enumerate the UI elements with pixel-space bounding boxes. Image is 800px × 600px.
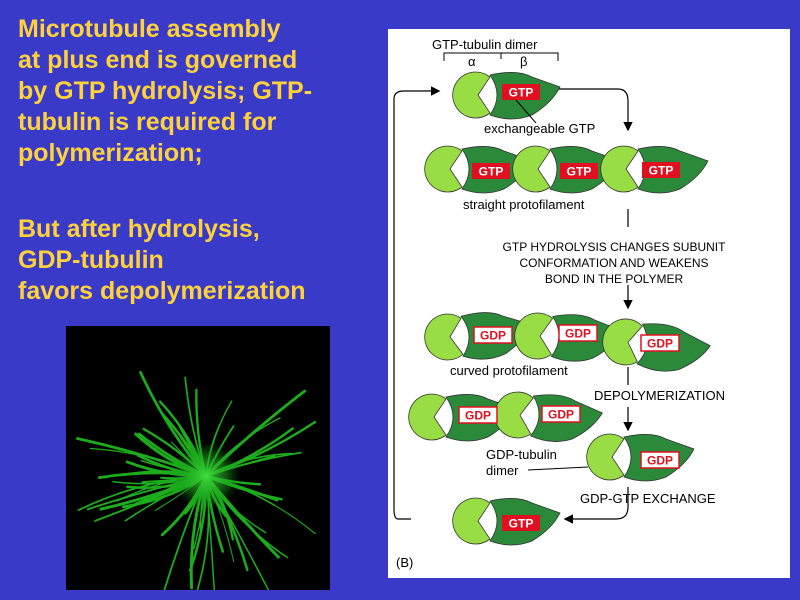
gtp-badge-top	[502, 84, 540, 100]
panel-label: (B)	[396, 555, 413, 570]
curved-protofilament-label: curved protofilament	[450, 363, 568, 378]
exchange-pointer	[515, 99, 537, 124]
hydrolysis-line-2: CONFORMATION AND WEAKENS	[519, 256, 708, 270]
alpha-label: α	[468, 54, 476, 69]
gdp-badge-6	[640, 451, 680, 469]
gdp-badge-3-text: GDP	[647, 337, 673, 351]
gdp-badge-1	[473, 326, 513, 344]
heading-main: Microtubule assembly at plus end is gove…	[18, 15, 313, 167]
gdp-badge-6-text: GDP	[647, 454, 673, 468]
gdp-badge-2	[558, 324, 598, 342]
beta-label: β	[520, 54, 527, 69]
heading-second: But after hydrolysis, GDP-tubulin favors…	[18, 215, 306, 305]
depolymerization-label: DEPOLYMERIZATION	[594, 388, 725, 403]
gdp-dimer-label-1: GDP-tubulin	[486, 447, 557, 462]
gdp-badge-5	[541, 405, 581, 423]
exchangeable-gtp-label: exchangeable GTP	[484, 121, 595, 136]
gdp-badge-1-text: GDP	[480, 329, 506, 343]
gtp-badge-3-text: GTP	[649, 164, 674, 178]
exchange-arrow	[563, 487, 629, 524]
dimer-title: GTP-tubulin dimer	[432, 37, 538, 52]
hydrolysis-line-1: GTP HYDROLYSIS CHANGES SUBUNIT	[503, 240, 727, 254]
diagram-panel: GTP-tubulin dimer α β GTP exchangeable G…	[388, 29, 790, 578]
gtp-badge-3	[642, 162, 680, 178]
gtp-badge-1	[472, 163, 510, 179]
gdp-badge-2-text: GDP	[565, 327, 591, 341]
gtp-badge-1-text: GTP	[479, 165, 504, 179]
gtp-badge-bottom-text: GTP	[509, 517, 534, 531]
microtubule-aster-micrograph	[66, 326, 330, 600]
gtp-badge-2	[560, 163, 598, 179]
assembly-arrow	[548, 88, 633, 132]
gdp-dimer-label-2: dimer	[486, 463, 519, 478]
tubulin-cycle-diagram: GTP-tubulin dimer α β GTP exchangeable G…	[393, 37, 727, 570]
straight-protofilament-label: straight protofilament	[463, 197, 585, 212]
aster-center	[172, 442, 240, 510]
hydrolysis-line-3: BOND IN THE POLYMER	[545, 272, 684, 286]
gdp-badge-5-text: GDP	[548, 408, 574, 422]
gdp-gtp-exchange-label: GDP-GTP EXCHANGE	[580, 491, 716, 506]
recycle-arrow	[393, 86, 441, 520]
gdp-dimer-pointer	[527, 466, 589, 471]
gtp-badge-2-text: GTP	[567, 165, 592, 179]
gtp-badge-top-text: GTP	[509, 86, 534, 100]
aster-image	[75, 370, 317, 600]
gdp-badge-4	[458, 406, 498, 424]
gdp-badge-3	[640, 334, 680, 352]
gdp-badge-4-text: GDP	[465, 409, 491, 423]
gtp-badge-bottom	[502, 515, 540, 531]
